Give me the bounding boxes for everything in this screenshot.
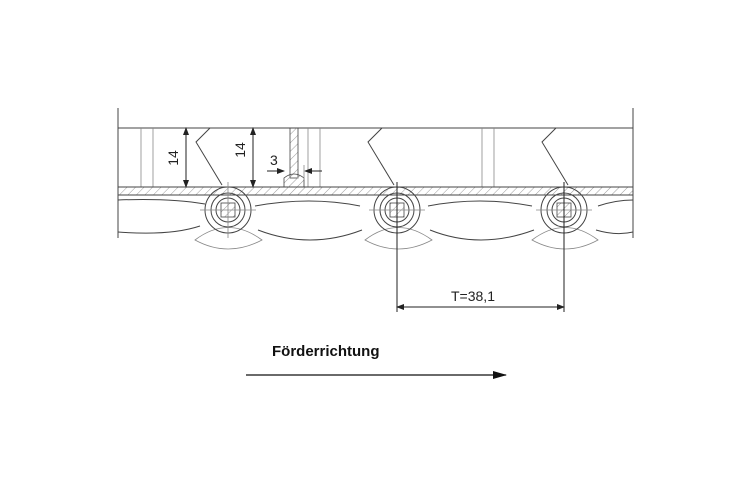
hatched-base-plate bbox=[117, 186, 634, 196]
dimension-gap-label: 3 bbox=[270, 152, 278, 168]
chain-links bbox=[117, 199, 634, 250]
dimension-height-right: 14 bbox=[232, 127, 256, 188]
conveying-direction: Förderrichtung bbox=[246, 343, 507, 379]
dimension-gap: 3 bbox=[267, 152, 322, 180]
dimension-pitch: T=38,1 bbox=[396, 288, 565, 310]
dimension-pitch-label: T=38,1 bbox=[451, 288, 495, 304]
dimension-height-right-label: 14 bbox=[232, 142, 248, 158]
fixing-screw bbox=[283, 127, 305, 188]
center-lines bbox=[200, 182, 592, 312]
top-plates-outline bbox=[117, 108, 634, 238]
conveying-direction-label: Förderrichtung bbox=[272, 343, 380, 360]
dimension-height-left: 14 bbox=[165, 127, 189, 188]
dimension-height-left-label: 14 bbox=[165, 150, 181, 166]
